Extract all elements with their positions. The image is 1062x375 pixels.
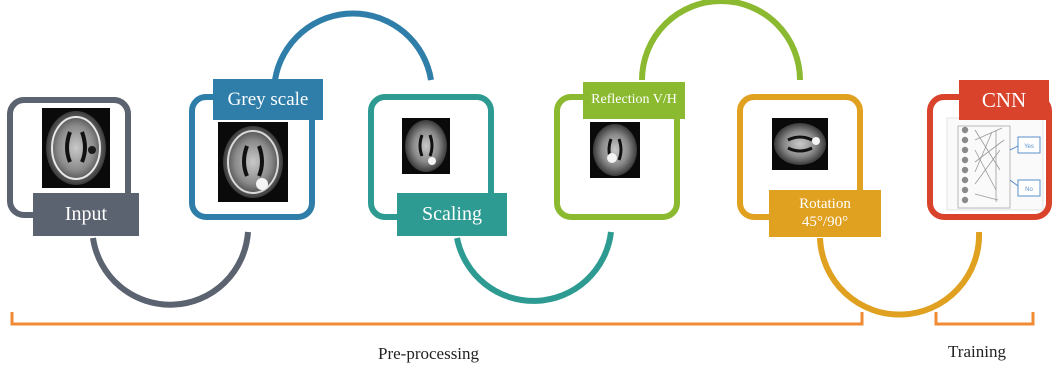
label-rotation: Rotation 45°/90°	[769, 190, 881, 237]
label-reflection: Reflection V/H	[583, 82, 685, 119]
label-grey-scale-text: Grey scale	[227, 88, 309, 110]
label-rotation-line2: 45°/90°	[801, 213, 849, 230]
mri-image-input	[42, 108, 110, 188]
cnn-input-nodes	[961, 126, 969, 204]
mri-image-reflection	[590, 122, 640, 178]
preprocessing-caption: Pre-processing	[378, 344, 480, 363]
connector-input-grey	[90, 231, 251, 308]
label-cnn-text: CNN	[981, 87, 1027, 112]
mri-image-scaling	[402, 118, 450, 174]
cnn-node	[961, 136, 969, 144]
cnn-node	[961, 166, 969, 174]
label-input-text: Input	[64, 203, 108, 225]
connector-reflection-rotation	[639, 0, 803, 81]
cnn-node	[961, 156, 969, 164]
preprocessing-brace	[10, 312, 864, 326]
label-cnn: CNN	[959, 80, 1049, 120]
label-grey-scale: Grey scale	[213, 79, 323, 120]
cnn-node	[961, 186, 969, 194]
connector-grey-scaling	[272, 10, 434, 81]
cnn-node	[961, 196, 969, 204]
mri-image-rotation	[772, 118, 828, 170]
cnn-output-yes-box	[1017, 136, 1041, 154]
label-reflection-text: Reflection V/H	[591, 92, 677, 108]
cnn-node	[961, 146, 969, 154]
cnn-output-no-box	[1017, 179, 1041, 197]
cnn-node	[961, 126, 969, 134]
label-input: Input	[33, 193, 139, 236]
label-rotation-line1: Rotation	[799, 196, 851, 213]
training-caption: Training	[948, 342, 1006, 361]
connector-scaling-reflection	[454, 231, 614, 304]
label-scaling: Scaling	[397, 193, 507, 236]
cnn-network-image: Yes No	[946, 117, 1044, 211]
cnn-node	[961, 176, 969, 184]
cnn-output-no: No	[1025, 187, 1033, 193]
label-scaling-text: Scaling	[422, 203, 482, 225]
training-brace	[934, 312, 1035, 326]
cnn-output-yes: Yes	[1024, 144, 1034, 150]
connector-rotation-cnn	[817, 231, 983, 318]
mri-image-grey	[218, 122, 288, 202]
